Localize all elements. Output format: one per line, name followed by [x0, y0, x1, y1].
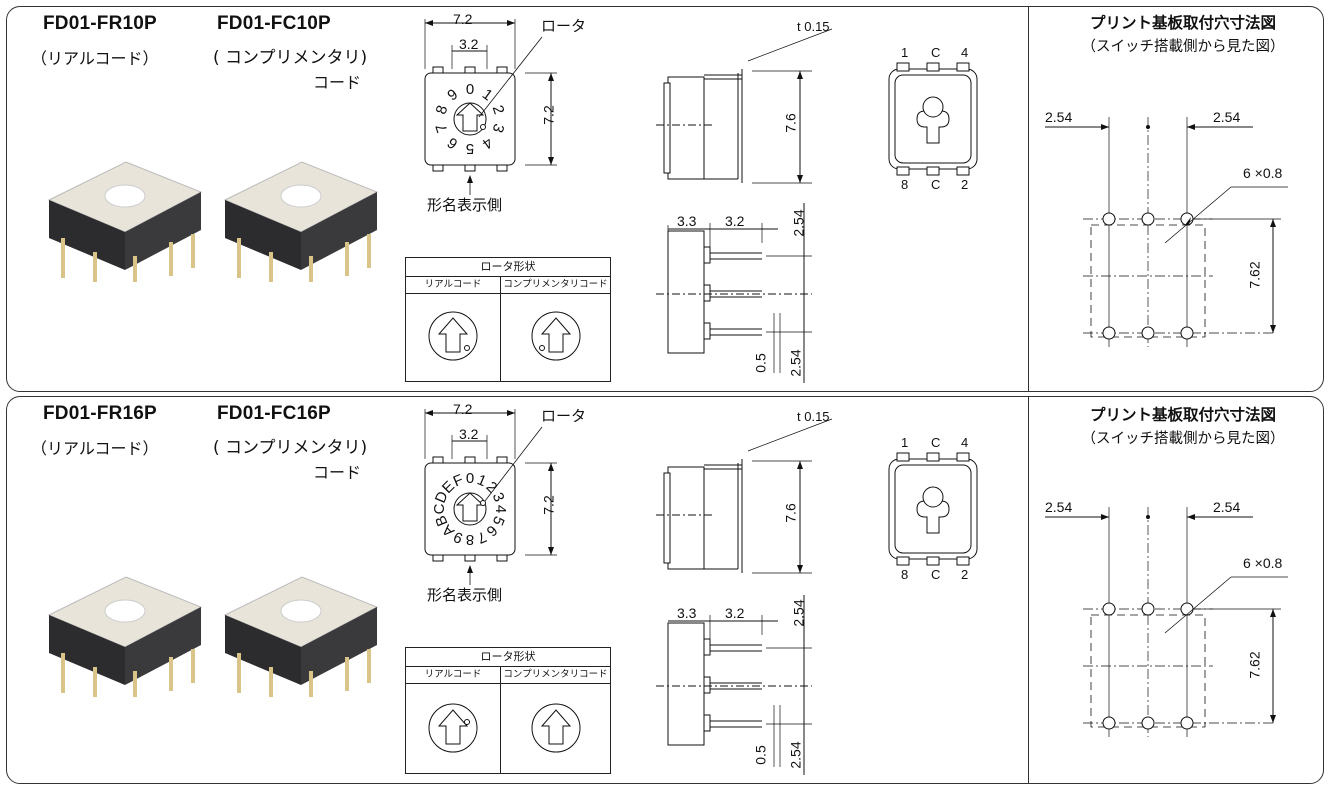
bottom-view-drawing	[888, 62, 978, 176]
dim-inner-label: 3.2	[459, 36, 479, 52]
product-photo-fr16p	[47, 576, 203, 697]
rotor-shape-comp	[531, 703, 581, 753]
pin-bottom-8: 8	[901, 567, 909, 582]
panel-divider	[1028, 397, 1029, 783]
panel-divider	[1028, 7, 1029, 391]
model-title-fc10p: FD01-FC10P	[217, 13, 331, 34]
rotor-shape-real	[428, 311, 478, 361]
model-title-fr16p: FD01-FR16P	[43, 403, 157, 424]
pcb-hole-drawing	[1045, 117, 1288, 347]
model-title-fr10p: FD01-FR10P	[43, 13, 157, 34]
model-sub-real-code: （リアルコード）	[31, 439, 159, 458]
bottom-view-drawing	[888, 452, 978, 566]
name-side-label: 形名表示側	[427, 197, 503, 214]
rotor-shape-comp	[531, 311, 581, 361]
pcb-pitch-right: 2.54	[1213, 499, 1241, 515]
dim-height-label: 7.2	[540, 495, 557, 515]
pcb-subtitle: （スイッチ搭載側から見た図）	[1081, 39, 1285, 55]
name-side-label: 形名表示側	[427, 587, 503, 604]
dim-33-label: 3.3	[677, 605, 697, 621]
dim-width-label: 7.2	[453, 11, 473, 27]
rotor-label: ロータ	[541, 18, 587, 35]
pcb-hole-spec: 6 ×0.8	[1243, 165, 1283, 181]
pcb-pitch-left: 2.54	[1045, 499, 1073, 515]
pin-bottom-8: 8	[901, 177, 909, 192]
model-sub-complementary-1: ( コンプリメンタリ)	[213, 48, 368, 68]
pin-bottom-2: 2	[961, 567, 969, 582]
rotor-table-header: ロータ形状	[406, 648, 610, 667]
side-view-drawing	[656, 418, 833, 574]
pcb-row-pitch: 7.62	[1246, 261, 1263, 289]
lead-view-drawing	[656, 203, 812, 383]
pcb-pitch-left: 2.54	[1045, 109, 1073, 125]
dial-digit: 0	[466, 470, 474, 487]
dial-digit: 8	[466, 531, 474, 548]
panel-fd01-10p: FD01-FR10P （リアルコード） FD01-FC10P ( コンプリメンタ…	[6, 6, 1324, 392]
product-photo-fc10p	[223, 161, 379, 282]
product-photo-fc16p	[223, 576, 379, 697]
rotor-shape-table: ロータ形状 リアルコード コンプリメンタリコード	[405, 647, 611, 774]
pin-bottom-c: C	[931, 567, 941, 582]
rotor-table-col-real: リアルコード	[406, 667, 500, 684]
dim-inner-label: 3.2	[459, 426, 479, 442]
pcb-title: プリント基板取付穴寸法図	[1089, 406, 1276, 424]
pin-top-4: 4	[961, 435, 969, 450]
dial-digit: C	[431, 503, 448, 514]
side-view-drawing	[656, 28, 833, 184]
product-photo-fr10p	[47, 161, 203, 282]
side-height-label: 7.6	[782, 113, 799, 133]
t-label: t 0.15	[797, 409, 830, 424]
pcb-hole-spec: 6 ×0.8	[1243, 555, 1283, 571]
rotor-label: ロータ	[541, 408, 587, 425]
dim-254-label-b: 2.54	[787, 741, 804, 769]
dial-digit: 4	[492, 505, 509, 513]
rotor-table-col-real: リアルコード	[406, 277, 500, 294]
rotor-shape-table: ロータ形状 リアルコード コンプリメンタリコード	[405, 257, 611, 382]
pin-top-c: C	[931, 435, 941, 450]
dim-width-label: 7.2	[453, 401, 473, 417]
side-height-label: 7.6	[782, 503, 799, 523]
pcb-hole-drawing	[1045, 507, 1288, 737]
dim-32-label: 3.2	[725, 605, 745, 621]
dim-32-label: 3.2	[725, 213, 745, 229]
pin-top-4: 4	[961, 45, 969, 60]
pin-top-1: 1	[901, 435, 909, 450]
pin-bottom-2: 2	[961, 177, 969, 192]
dim-05-label: 0.5	[752, 353, 769, 373]
dim-height-label: 7.2	[540, 105, 557, 125]
rotor-table-col-comp: コンプリメンタリコード	[501, 667, 610, 684]
dial-digit: 0	[466, 81, 474, 98]
pcb-title: プリント基板取付穴寸法図	[1089, 14, 1276, 32]
model-title-fc16p: FD01-FC16P	[217, 403, 331, 424]
model-sub-real-code: （リアルコード）	[31, 49, 159, 68]
dim-254-label-b: 2.54	[787, 349, 804, 377]
pin-top-1: 1	[901, 45, 909, 60]
dim-254-label: 2.54	[790, 209, 807, 237]
t-label: t 0.15	[797, 19, 830, 34]
pcb-row-pitch: 7.62	[1246, 651, 1263, 679]
rotor-shape-real	[428, 703, 478, 753]
model-sub-complementary-2: コード	[313, 463, 362, 482]
rotor-table-header: ロータ形状	[406, 258, 610, 277]
lead-view-drawing	[656, 595, 812, 775]
pcb-subtitle: （スイッチ搭載側から見た図）	[1081, 431, 1285, 447]
dial-digit: 5	[466, 140, 474, 157]
panel-fd01-16p: FD01-FR16P （リアルコード） FD01-FC16P ( コンプリメンタ…	[6, 396, 1324, 784]
pin-top-c: C	[931, 45, 941, 60]
rotor-table-col-comp: コンプリメンタリコード	[501, 277, 610, 294]
pin-bottom-c: C	[931, 177, 941, 192]
dim-05-label: 0.5	[752, 745, 769, 765]
model-sub-complementary-2: コード	[313, 73, 362, 92]
model-sub-complementary-1: ( コンプリメンタリ)	[213, 438, 368, 458]
pcb-pitch-right: 2.54	[1213, 109, 1241, 125]
dim-254-label: 2.54	[790, 599, 807, 627]
dim-33-label: 3.3	[677, 213, 697, 229]
